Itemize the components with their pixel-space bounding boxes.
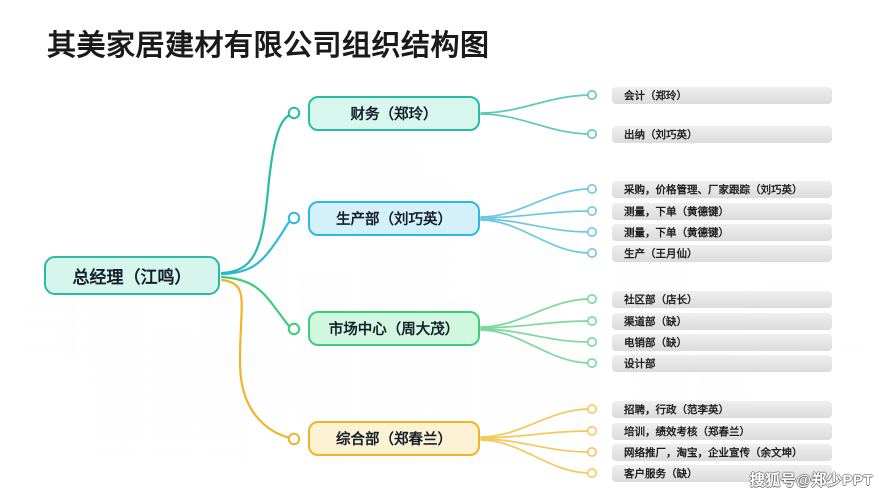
leaf-dot-market-1	[586, 315, 597, 326]
link-finance-leaf-1	[480, 113, 589, 135]
link-dot-finance	[287, 106, 301, 120]
link-general-leaf-0	[480, 408, 589, 438]
leaf-market-2[interactable]: 电销部（缺）	[612, 334, 832, 351]
watermark: 搜狐号@郑少PPT	[749, 472, 873, 489]
leaf-market-3[interactable]: 设计部	[612, 355, 832, 372]
link-production-leaf-1	[480, 210, 589, 219]
link-dot-market	[287, 322, 301, 336]
leaf-general-1[interactable]: 培训，绩效考核（郑春兰）	[612, 423, 832, 440]
leaf-dot-production-2	[586, 227, 597, 238]
node-market-center[interactable]: 市场中心（周大茂）	[308, 311, 480, 346]
link-root-general	[220, 278, 299, 441]
leaf-market-0[interactable]: 社区部（店长）	[612, 291, 832, 308]
link-production-leaf-2	[480, 218, 589, 233]
leaf-general-0[interactable]: 招聘，行政（范李英）	[612, 401, 832, 418]
page-title: 其美家居建材有限公司组织结构图	[47, 30, 490, 62]
link-market-leaf-3	[480, 329, 589, 364]
link-dot-production	[287, 211, 301, 225]
link-general-leaf-1	[480, 430, 589, 439]
leaf-dot-production-0	[586, 184, 597, 195]
link-root-finance	[220, 111, 299, 275]
link-market-leaf-0	[480, 298, 589, 328]
node-root-general-manager[interactable]: 总经理（江鸣）	[44, 256, 220, 295]
node-finance[interactable]: 财务（郑玲）	[308, 96, 480, 131]
link-finance-leaf-0	[480, 94, 589, 114]
leaf-market-1[interactable]: 渠道部（缺）	[612, 313, 832, 330]
leaf-general-3[interactable]: 客户服务（缺）	[612, 465, 832, 482]
leaf-finance-1[interactable]: 出纳（刘巧英）	[612, 126, 832, 143]
link-general-leaf-3	[480, 439, 589, 474]
node-production[interactable]: 生产部（刘巧英）	[308, 201, 480, 236]
link-general-leaf-2	[480, 438, 589, 453]
leaf-dot-finance-0	[586, 90, 597, 101]
leaf-dot-general-0	[586, 403, 597, 414]
link-market-leaf-2	[480, 328, 589, 343]
leaf-dot-market-2	[586, 336, 597, 347]
leaf-dot-general-3	[586, 467, 597, 478]
leaf-finance-0[interactable]: 会计（郑玲）	[612, 87, 832, 104]
leaf-production-3[interactable]: 生产（王月仙）	[612, 245, 832, 262]
leaf-production-0[interactable]: 采购，价格管理、厂家跟踪（刘巧英）	[612, 181, 832, 198]
leaf-dot-production-3	[586, 248, 597, 259]
link-market-leaf-1	[480, 320, 589, 329]
leaf-dot-market-0	[586, 293, 597, 304]
leaf-dot-finance-1	[586, 129, 597, 140]
leaf-production-2[interactable]: 测量，下单（黄德键）	[612, 224, 832, 241]
link-production-leaf-0	[480, 188, 589, 218]
link-root-production	[220, 216, 299, 276]
leaf-dot-general-1	[586, 425, 597, 436]
link-production-leaf-3	[480, 219, 589, 254]
leaf-production-1[interactable]: 测量，下单（黄德键）	[612, 203, 832, 220]
leaf-dot-market-3	[586, 357, 597, 368]
leaf-dot-production-1	[586, 206, 597, 217]
leaf-general-2[interactable]: 网络推厂，淘宝，企业宣传（余文坤）	[612, 444, 832, 461]
node-general-affairs[interactable]: 综合部（郑春兰）	[308, 421, 480, 456]
leaf-dot-general-2	[586, 446, 597, 457]
link-dot-general	[287, 432, 301, 446]
